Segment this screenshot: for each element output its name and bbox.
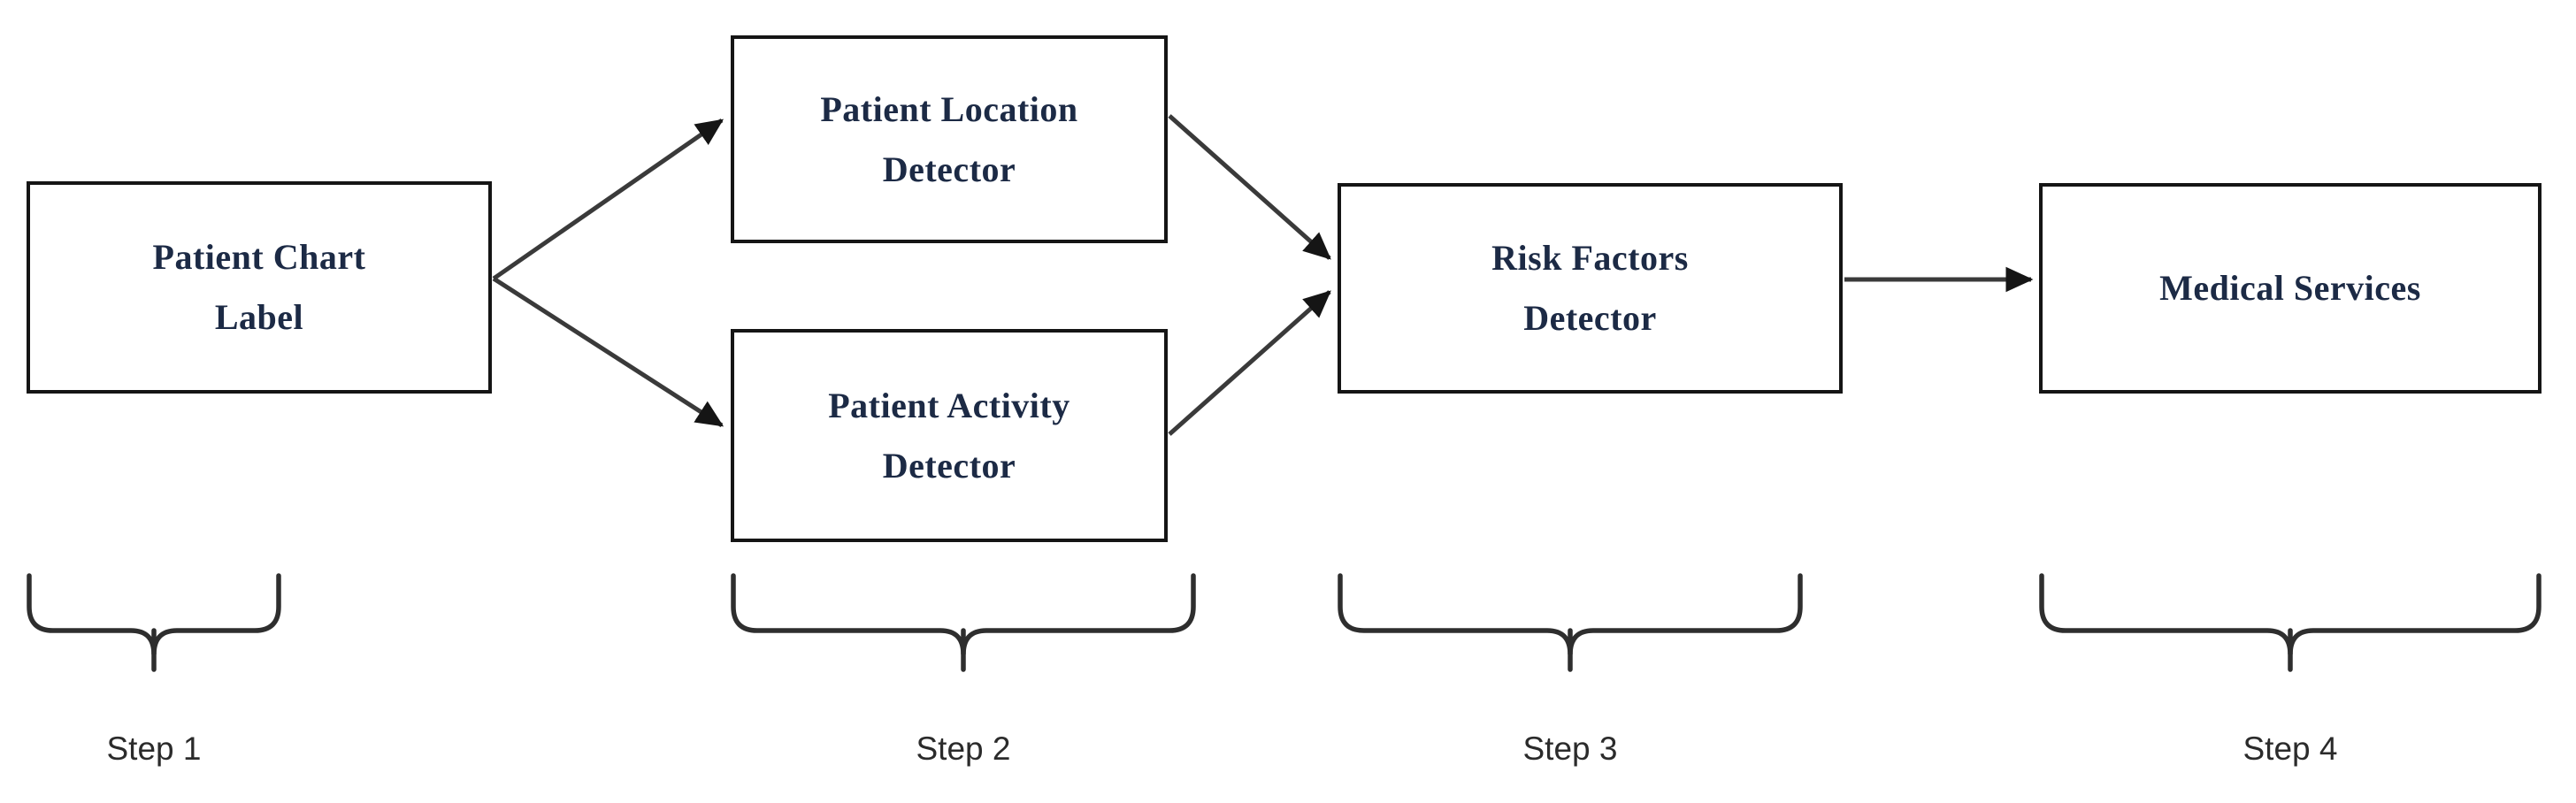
node-patient-location-detector[interactable]: Patient Location Detector [731,35,1168,243]
node-label-line1: Risk Factors [1491,238,1689,278]
step-brace-2 [731,573,1196,672]
edge-location-to-risk [1168,114,1331,260]
node-patient-activity-detector[interactable]: Patient Activity Detector [731,329,1168,542]
node-label-line1: Patient Location [820,88,1078,129]
node-patient-chart-label[interactable]: Patient Chart Label [27,181,492,394]
node-medical-services[interactable]: Medical Services [2039,183,2542,394]
node-label-line2: Detector [1523,298,1657,338]
step-brace-4 [2039,573,2542,672]
step-label-1: Step 1 [106,730,202,767]
node-label-line2: Detector [882,149,1016,189]
node-label-line2: Label [214,297,304,337]
step-label-3: Step 3 [1522,730,1618,767]
edge-activity-to-risk [1168,290,1331,436]
step-brace-3 [1338,573,1803,672]
node-label-line2: Detector [882,445,1016,486]
step-label-4: Step 4 [2242,730,2338,767]
step-label-2: Step 2 [916,730,1011,767]
edge-chart-to-activity [492,276,724,428]
node-label-line1: Medical Services [2159,268,2421,308]
node-label-line1: Patient Activity [828,385,1070,425]
edge-chart-to-location [492,118,724,281]
node-label-line1: Patient Chart [152,237,366,277]
node-risk-factors-detector[interactable]: Risk Factors Detector [1338,183,1843,394]
step-brace-1 [27,573,281,672]
